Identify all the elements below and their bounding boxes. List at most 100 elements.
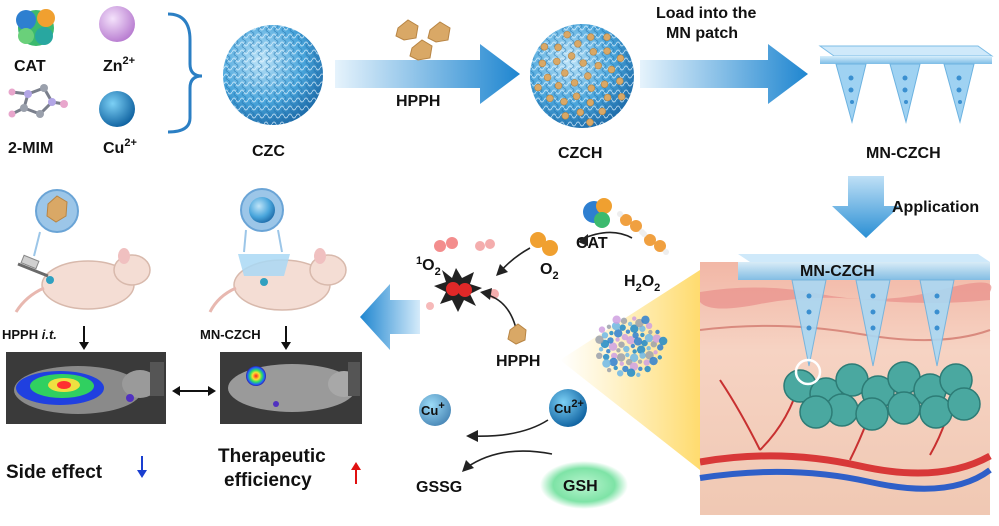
cloud-particle <box>630 343 636 349</box>
mouse-hpph-injection <box>14 189 151 313</box>
cloud-particle <box>626 336 635 345</box>
gsh-glow <box>540 461 628 509</box>
hpph-dot <box>600 80 609 88</box>
cloud-particle <box>632 349 637 354</box>
cu-2plus-ion-icon <box>549 389 587 427</box>
o2-to-singlet-arrow <box>499 247 531 273</box>
cloud-particle <box>653 350 658 355</box>
cloud-particle <box>658 336 668 346</box>
czch-hpph-loading <box>534 30 626 126</box>
hpph-dot <box>570 79 579 87</box>
cloud-particle <box>606 324 612 329</box>
cloud-particle <box>602 353 610 361</box>
hpph-dot <box>540 43 549 51</box>
load-step-line2: MN patch <box>666 25 738 42</box>
hpph-dot <box>553 57 561 66</box>
cloud-particle <box>646 346 651 351</box>
hpph-dot <box>574 40 582 48</box>
hpph-dot <box>561 112 570 120</box>
cloud-particle <box>632 316 637 321</box>
side-effect-label: Side effect <box>6 462 103 483</box>
hpph-dot <box>607 65 616 74</box>
cloud-particle <box>619 324 626 331</box>
hpph-dot <box>561 69 569 77</box>
zn-label: Zn2+ <box>103 55 135 75</box>
hpph-dot <box>563 30 571 39</box>
czc-nanoparticle <box>223 25 323 125</box>
hpph-it-arrowhead <box>79 342 89 350</box>
double-arrow-right-head <box>208 386 216 396</box>
cloud-particle <box>606 367 612 373</box>
cloud-particle <box>643 359 650 366</box>
hpph-dot <box>616 54 625 62</box>
singlet-oxygen-burst <box>426 237 499 312</box>
cloud-particle <box>618 341 625 348</box>
cloud-particle <box>616 348 621 353</box>
cu-ion-icon <box>99 91 135 127</box>
cloud-particle <box>639 325 646 332</box>
cloud-particle <box>637 359 643 364</box>
cu-plus-label: Cu+ <box>421 400 445 418</box>
cloud-particle <box>625 352 630 358</box>
cloud-particle <box>615 337 620 342</box>
cloud-particle <box>612 315 621 324</box>
cu-2plus-label: Cu2+ <box>554 398 584 416</box>
cloud-particle <box>652 334 661 343</box>
hpph-dot <box>560 97 568 106</box>
cloud-particle <box>614 329 623 338</box>
cat-protein-icon <box>16 9 55 46</box>
tumor-cell <box>887 391 921 425</box>
gsh-oxidation-arrow <box>465 450 553 469</box>
cloud-particle <box>609 330 614 336</box>
therapeutic-label-line1: Therapeutic <box>218 446 326 467</box>
gsh-label: GSH <box>563 478 598 495</box>
cloud-particle <box>625 358 633 366</box>
o2-label: O2 <box>540 261 559 282</box>
cloud-particle <box>616 353 626 362</box>
tumor-cell <box>947 387 981 421</box>
hpph-dot <box>579 59 587 67</box>
therapeutic-label-line2: efficiency <box>224 470 312 491</box>
cloud-particle <box>648 329 653 335</box>
degraded-czch-cloud <box>595 315 668 378</box>
cloud-particle <box>629 353 639 363</box>
hpph-dot <box>538 59 547 68</box>
mn-czch-label: MN-CZCH <box>866 145 941 162</box>
cloud-particle <box>632 332 639 339</box>
hpph-dot <box>543 73 552 82</box>
2-mim-atoms <box>8 84 68 118</box>
hpph-dot <box>587 33 595 41</box>
cloud-particle <box>630 324 639 333</box>
fluorescence-image-mn-czch <box>220 352 362 424</box>
cu-label: Cu2+ <box>103 137 137 157</box>
cloud-particle <box>636 345 646 354</box>
hpph-arrowhead <box>480 288 492 300</box>
hpph-dot <box>594 61 602 70</box>
cu-reduction-arrow <box>469 419 549 437</box>
cloud-particle <box>602 359 611 368</box>
tumor-cell <box>855 397 889 431</box>
tumor-cluster <box>783 361 981 431</box>
double-arrow-left-head <box>172 386 180 396</box>
hpph-dot <box>554 43 562 52</box>
cloud-particle <box>598 347 604 352</box>
cloud-particle <box>638 366 643 372</box>
cloud-particle <box>607 337 614 344</box>
cloud-particle <box>657 355 663 360</box>
o2-arrowhead <box>496 264 508 276</box>
therapeutic-arrowhead <box>351 462 361 470</box>
hpph-step-label: HPPH <box>396 93 440 110</box>
side-effect-arrowhead <box>137 470 147 478</box>
hpph-dot <box>584 72 592 80</box>
hpph-dot <box>586 118 594 126</box>
cloud-particle <box>640 332 645 338</box>
cloud-particle <box>601 332 609 339</box>
h2o2-label: H2O2 <box>624 273 660 294</box>
cloud-particle <box>636 372 641 378</box>
application-label: Application <box>892 199 979 216</box>
cu-plus-ion-icon <box>419 394 451 426</box>
arrow-czc-to-czch <box>335 44 520 104</box>
arrow-to-comparison <box>360 284 420 350</box>
